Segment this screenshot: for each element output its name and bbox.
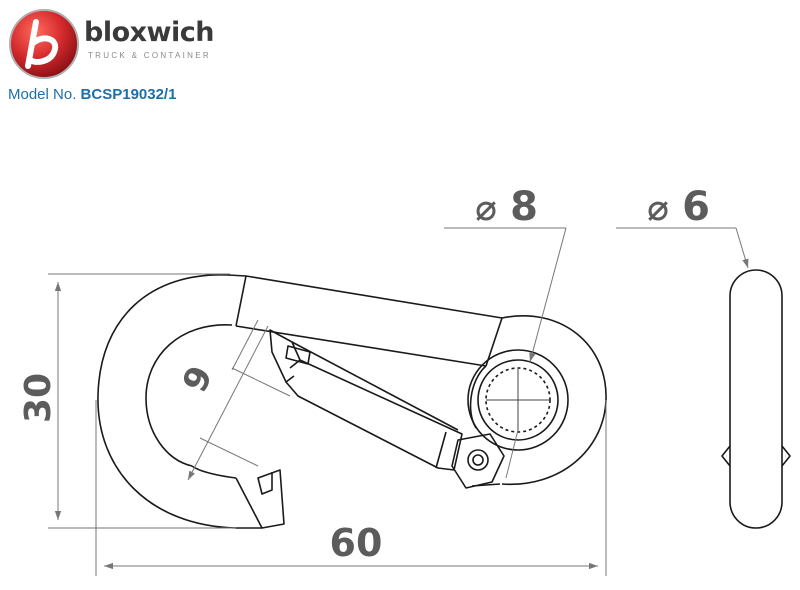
dim-diameter-symbol: ⌀ <box>475 188 497 229</box>
dimension-lines <box>48 227 749 576</box>
hook-outer-profile <box>97 274 262 529</box>
dim-rivet-text: 8 <box>510 184 538 230</box>
model-number: BCSP19032/1 <box>80 86 177 103</box>
model-line: Model No. BCSP19032/1 <box>8 86 176 104</box>
spring-gate <box>269 329 463 471</box>
eye-outer <box>501 315 607 485</box>
dim-wire-text: 6 <box>682 184 710 230</box>
side-view-profile <box>729 269 783 529</box>
dim-diameter-symbol-2: ⌀ <box>647 188 669 229</box>
gate-pin <box>451 433 505 489</box>
dim-height-text: 30 <box>18 373 59 423</box>
dim-gate-text: 9 <box>175 360 221 399</box>
dimension-labels: 30 60 9 ⌀ 8 ⌀ 6 <box>18 184 710 565</box>
brand-tagline: TRUCK & CONTAINER <box>88 51 211 60</box>
spine-bar <box>235 275 503 367</box>
bloxwich-logo-icon <box>9 9 79 79</box>
hook-tip <box>235 469 285 529</box>
model-label: Model No. <box>8 86 77 103</box>
rivet <box>467 349 569 451</box>
header: bloxwich TRUCK & CONTAINER Model No. BCS… <box>0 0 800 120</box>
snap-hook-side-view <box>720 269 792 529</box>
brand-name: bloxwich <box>84 17 214 48</box>
dim-width-text: 60 <box>330 521 383 565</box>
hook-inner-profile <box>145 324 233 467</box>
snap-hook-front-view <box>97 274 607 529</box>
